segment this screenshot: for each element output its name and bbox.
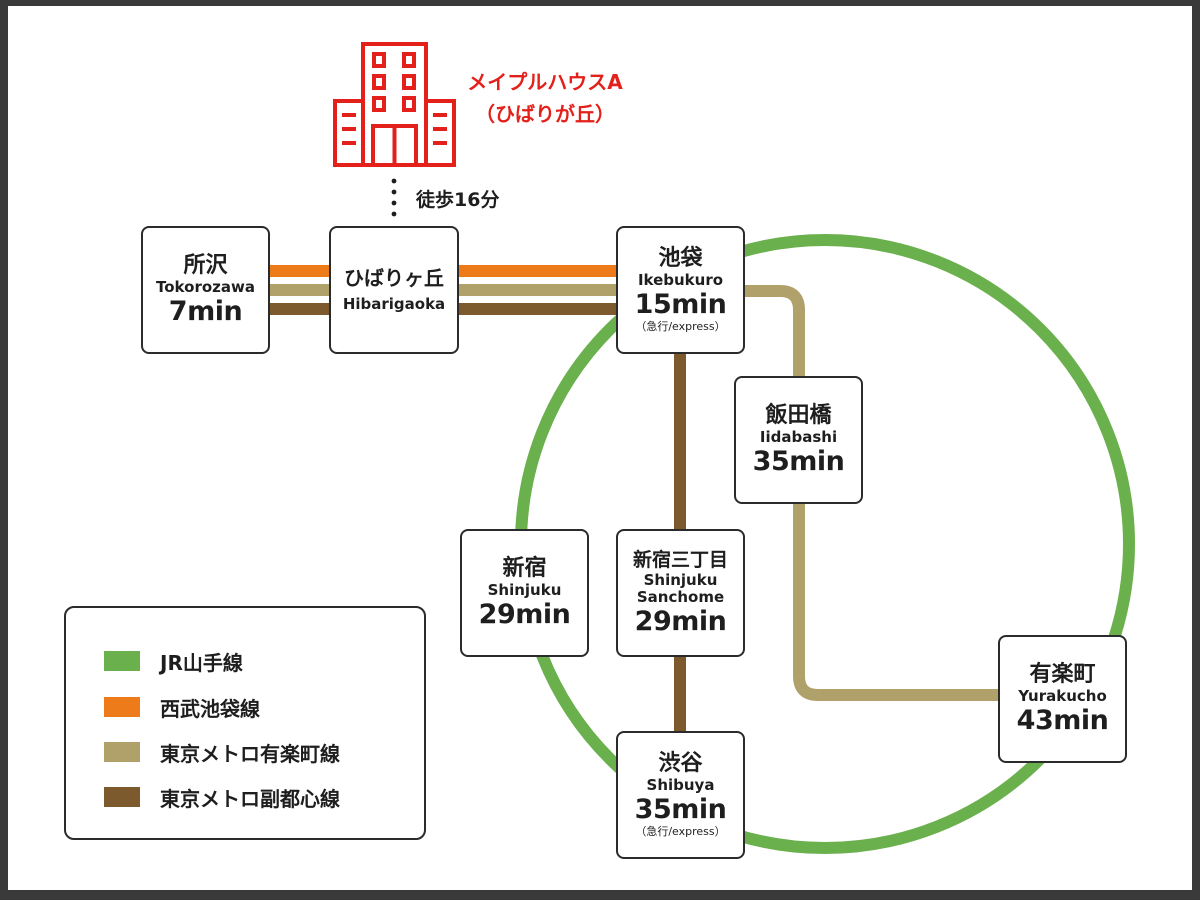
station-name-jp: 所沢 [183, 252, 228, 278]
travel-time: 43min [1016, 705, 1109, 737]
travel-time: 15min [634, 289, 727, 321]
express-note: （急行/express） [635, 825, 726, 839]
station-name-jp: 池袋 [658, 245, 703, 271]
travel-time: 29min [478, 599, 571, 631]
legend-label: 西武池袋線 [160, 696, 260, 721]
walk-dots [391, 178, 397, 217]
travel-time: 29min [634, 606, 727, 638]
station-shinjuku: 新宿 Shinjuku 29min [460, 529, 589, 657]
line-legend: JR山手線 西武池袋線 東京メトロ有楽町線 東京メトロ副都心線 [64, 606, 426, 840]
station-name-en-line2: Sanchome [636, 587, 725, 606]
legend-item-fukutoshin: 東京メトロ副都心線 [104, 784, 340, 811]
legend-swatch [104, 651, 140, 671]
station-name-en: Shibuya [646, 775, 715, 794]
station-hibarigaoka: ひばりヶ丘 Hibarigaoka [329, 226, 459, 354]
station-tokorozawa: 所沢 Tokorozawa 7min [141, 226, 270, 354]
walk-time: 徒歩16分 [416, 189, 500, 211]
station-name-en: Ikebukuro [637, 270, 724, 289]
travel-time: 35min [752, 446, 845, 478]
legend-label: 東京メトロ有楽町線 [160, 741, 340, 766]
station-ikebukuro: 池袋 Ikebukuro 15min （急行/express） [616, 226, 745, 354]
station-name-jp: 渋谷 [658, 750, 703, 776]
station-name-jp: 飯田橋 [765, 402, 832, 428]
station-name-en: Iidabashi [759, 428, 838, 447]
station-name-jp: 新宿 [502, 555, 547, 581]
legend-swatch [104, 787, 140, 807]
station-name-jp: 新宿三丁目 [632, 548, 728, 571]
legend-item-yurakucho: 東京メトロ有楽町線 [104, 739, 340, 766]
destination-name-line2: （ひばりが丘） [475, 102, 615, 126]
legend-swatch [104, 742, 140, 762]
station-iidabashi: 飯田橋 Iidabashi 35min [734, 376, 863, 504]
station-name-en: Tokorozawa [156, 278, 255, 297]
legend-item-seibu: 西武池袋線 [104, 694, 260, 721]
station-name-jp: 有楽町 [1029, 661, 1096, 687]
travel-time: 35min [634, 794, 727, 826]
station-shinjuku-sanchome: 新宿三丁目 Shinjuku Sanchome 29min [616, 529, 745, 657]
legend-item-yamanote: JR山手線 [104, 648, 243, 675]
station-name-en: Yurakucho [1018, 687, 1107, 706]
legend-swatch [104, 697, 140, 717]
station-yurakucho: 有楽町 Yurakucho 43min [998, 635, 1127, 763]
station-name-en: Shinjuku [487, 581, 562, 600]
travel-time: 7min [168, 296, 243, 328]
station-name-en: Hibarigaoka [342, 295, 446, 314]
legend-label: 東京メトロ副都心線 [160, 786, 340, 811]
destination-name: メイプルハウスA （ひばりが丘） [430, 66, 660, 130]
destination-name-line1: メイプルハウスA [467, 70, 623, 94]
legend-label: JR山手線 [160, 650, 243, 675]
apartment-building-icon [333, 42, 456, 167]
express-note: （急行/express） [635, 320, 726, 334]
station-name-en-line1: Shinjuku [643, 570, 718, 589]
station-name-jp: ひばりヶ丘 [344, 266, 444, 291]
station-shibuya: 渋谷 Shibuya 35min （急行/express） [616, 731, 745, 859]
